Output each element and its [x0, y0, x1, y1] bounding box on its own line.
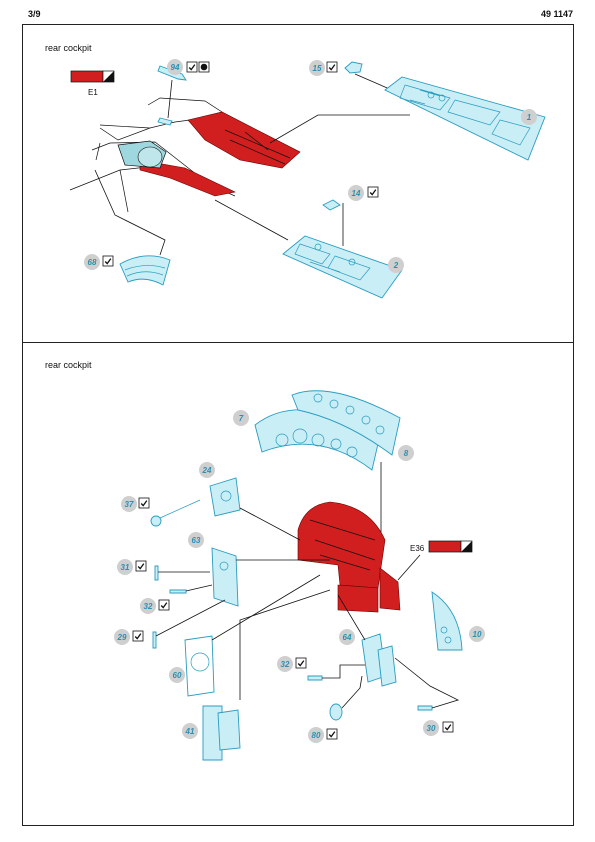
part-15: 15 — [309, 60, 416, 101]
seat-shape — [117, 140, 167, 169]
part-80: 80 — [308, 675, 363, 743]
svg-text:14: 14 — [352, 189, 361, 198]
part-60: 60 — [169, 574, 321, 697]
panel-title: rear cockpit — [45, 360, 92, 370]
part-8-instrument-face: 8 — [291, 390, 414, 532]
svg-text:7: 7 — [239, 414, 244, 423]
svg-text:41: 41 — [185, 727, 195, 736]
part-64: 64 — [337, 594, 397, 687]
paint-code: E1 — [88, 88, 98, 97]
paint-swatch-e36: E36 — [397, 540, 473, 581]
svg-text:68: 68 — [88, 258, 97, 267]
red-cockpit-frame — [297, 501, 401, 613]
panel-title: rear cockpit — [45, 43, 92, 53]
svg-text:29: 29 — [117, 633, 127, 642]
svg-text:1: 1 — [527, 113, 532, 122]
panel-rear-cockpit-bottom: rear cockpit — [22, 342, 574, 826]
part-1-etched-panel: 1 — [269, 76, 546, 161]
svg-text:31: 31 — [121, 563, 130, 572]
red-side-console — [139, 111, 301, 197]
svg-text:10: 10 — [473, 630, 482, 639]
part-32-right: 32 — [277, 656, 365, 681]
svg-text:E36: E36 — [410, 544, 425, 553]
part-63: 63 — [188, 532, 330, 607]
part-number: 94 — [171, 63, 180, 72]
paint-swatch-e1: E1 — [70, 70, 115, 97]
svg-text:63: 63 — [192, 536, 201, 545]
part-41: 41 — [182, 589, 331, 761]
set-number: 49 1147 — [540, 9, 573, 19]
page-number: 3/9 — [28, 9, 41, 19]
part-94: 94 — [157, 59, 210, 126]
part-10: 10 — [431, 591, 485, 651]
part-31: 31 — [117, 559, 210, 581]
part-68: 68 — [84, 169, 171, 286]
part-30: 30 — [394, 657, 460, 736]
svg-text:24: 24 — [202, 466, 212, 475]
svg-text:15: 15 — [313, 64, 322, 73]
svg-text:2: 2 — [393, 261, 399, 270]
part-24: 24 — [199, 462, 301, 541]
svg-text:32: 32 — [281, 660, 290, 669]
svg-text:64: 64 — [343, 633, 352, 642]
svg-text:80: 80 — [312, 731, 321, 740]
svg-text:32: 32 — [144, 602, 153, 611]
svg-text:8: 8 — [404, 449, 409, 458]
part-2-etched-panel: 2 — [214, 199, 404, 299]
part-37: 37 — [121, 496, 201, 527]
part-14: 14 — [322, 185, 379, 246]
part-32-left: 32 — [140, 584, 213, 614]
part-29: 29 — [114, 599, 226, 649]
svg-text:37: 37 — [125, 500, 134, 509]
svg-text:30: 30 — [427, 724, 436, 733]
svg-text:60: 60 — [173, 671, 182, 680]
